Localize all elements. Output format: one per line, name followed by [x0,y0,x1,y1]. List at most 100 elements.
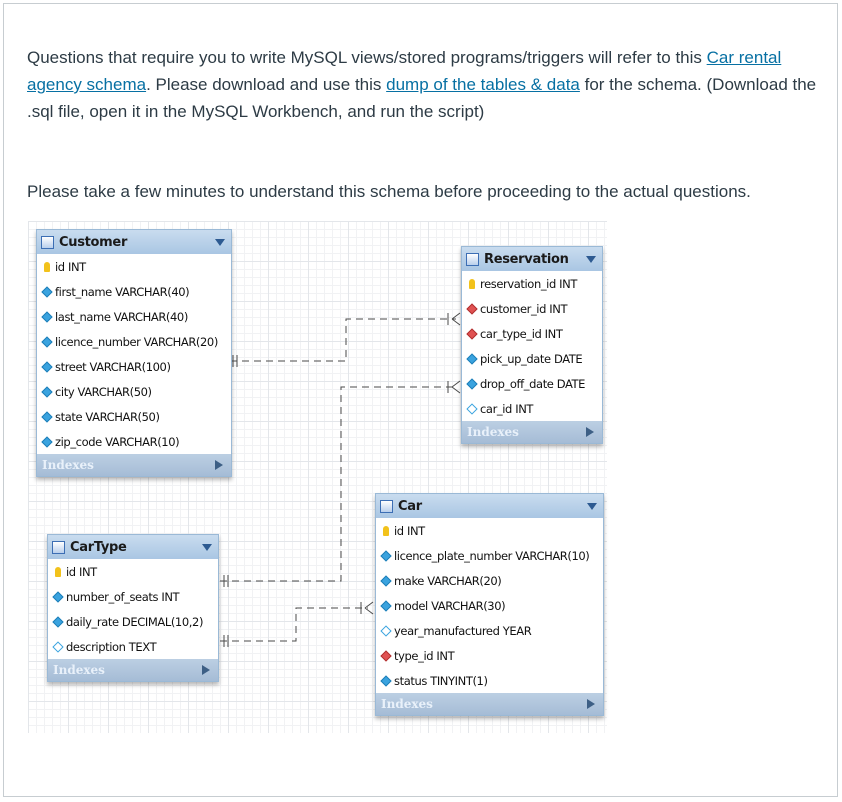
column-row: drop_off_date DATE [462,371,602,396]
column-diamond-icon [41,335,53,348]
reservation-table-title: Reservation [484,251,569,267]
column-label: id INT [55,259,86,274]
table-icon [380,499,393,513]
key-icon [466,278,478,289]
column-label: status TINYINT(1) [394,673,488,688]
relation-cartype-reservation [220,386,456,582]
car-indexes-footer[interactable]: Indexes [376,693,603,715]
column-row: customer_id INT [462,296,602,321]
instruction-text: Please take a few minutes to understand … [27,182,751,201]
column-row: id INT [48,559,218,584]
column-row: city VARCHAR(50) [37,379,231,404]
cartype-table-title: CarType [70,539,127,555]
indexes-label: Indexes [467,425,519,439]
indexes-label: Indexes [42,458,94,472]
column-row: licence_number VARCHAR(20) [37,329,231,354]
one-marker-car [223,635,229,647]
column-label: type_id INT [394,648,455,663]
expand-arrow-icon[interactable] [587,699,595,709]
nullable-diamond-icon [52,640,64,653]
column-label: daily_rate DECIMAL(10,2) [66,614,204,629]
intro-text-1: Questions that require you to write MySQ… [27,48,707,67]
car-table[interactable]: Car id INT licence_plate_number VARCHAR(… [375,493,604,716]
collapse-caret-icon[interactable] [202,544,212,551]
column-label: customer_id INT [480,301,568,316]
car-table-header[interactable]: Car [376,494,603,518]
reservation-table-header[interactable]: Reservation [462,247,602,271]
column-label: licence_plate_number VARCHAR(10) [394,548,590,563]
many-marker-customer-id [447,312,461,326]
column-label: id INT [66,564,97,579]
expand-arrow-icon[interactable] [202,665,210,675]
nullable-diamond-icon [380,624,392,637]
foreign-key-diamond-icon [380,649,392,662]
one-marker-customer [232,355,238,367]
column-row: car_type_id INT [462,321,602,346]
cartype-table-header[interactable]: CarType [48,535,218,559]
one-marker-cartype [223,575,229,587]
table-icon [41,235,54,249]
column-row: pick_up_date DATE [462,346,602,371]
column-diamond-icon [41,410,53,423]
relation-car-reservation [220,607,368,642]
column-label: model VARCHAR(30) [394,598,506,613]
foreign-key-diamond-icon [466,327,478,340]
intro-text-2: . Please download and use this [146,75,387,94]
content-frame [3,3,838,797]
customer-table[interactable]: Customer id INT first_name VARCHAR(40) l… [36,229,232,477]
column-label: year_manufactured YEAR [394,623,532,638]
column-diamond-icon [380,674,392,687]
nullable-diamond-icon [466,402,478,415]
column-row: type_id INT [376,643,603,668]
column-row: reservation_id INT [462,271,602,296]
reservation-table[interactable]: Reservation reservation_id INT customer_… [461,246,603,444]
indexes-label: Indexes [53,663,105,677]
many-marker-car-type-id [447,380,461,394]
column-label: id INT [394,523,425,538]
column-row: street VARCHAR(100) [37,354,231,379]
column-label: car_id INT [480,401,534,416]
key-icon [380,525,392,536]
customer-table-header[interactable]: Customer [37,230,231,254]
expand-arrow-icon[interactable] [586,427,594,437]
column-label: description TEXT [66,639,157,654]
er-diagram: Customer id INT first_name VARCHAR(40) l… [28,221,607,733]
column-row: licence_plate_number VARCHAR(10) [376,543,603,568]
dump-link[interactable]: dump of the tables & data [386,75,580,94]
intro-text-3: for the schema. (Download the .sql file,… [27,75,817,121]
column-label: last_name VARCHAR(40) [55,309,188,324]
column-diamond-icon [41,285,53,298]
column-diamond-icon [41,360,53,373]
column-row: car_id INT [462,396,602,421]
column-row: description TEXT [48,634,218,659]
column-diamond-icon [466,352,478,365]
column-diamond-icon [380,549,392,562]
expand-arrow-icon[interactable] [215,460,223,470]
column-row: number_of_seats INT [48,584,218,609]
column-row: status TINYINT(1) [376,668,603,693]
intro-paragraph: Questions that require you to write MySQ… [27,44,817,125]
column-row: model VARCHAR(30) [376,593,603,618]
collapse-caret-icon[interactable] [587,503,597,510]
cartype-table[interactable]: CarType id INT number_of_seats INT daily… [47,534,219,682]
schema-link[interactable]: Car rental agency schema [27,48,782,94]
collapse-caret-icon[interactable] [215,239,225,246]
reservation-indexes-footer[interactable]: Indexes [462,421,602,443]
column-row: state VARCHAR(50) [37,404,231,429]
column-diamond-icon [380,599,392,612]
column-diamond-icon [41,385,53,398]
column-label: city VARCHAR(50) [55,384,152,399]
column-row: id INT [37,254,231,279]
column-label: car_type_id INT [480,326,563,341]
column-diamond-icon [41,310,53,323]
key-icon [41,261,53,272]
column-row: zip_code VARCHAR(10) [37,429,231,454]
cartype-indexes-footer[interactable]: Indexes [48,659,218,681]
column-row: daily_rate DECIMAL(10,2) [48,609,218,634]
column-row: make VARCHAR(20) [376,568,603,593]
collapse-caret-icon[interactable] [586,256,596,263]
customer-indexes-footer[interactable]: Indexes [37,454,231,476]
many-marker-car-id [360,601,374,615]
indexes-label: Indexes [381,697,433,711]
column-row: first_name VARCHAR(40) [37,279,231,304]
